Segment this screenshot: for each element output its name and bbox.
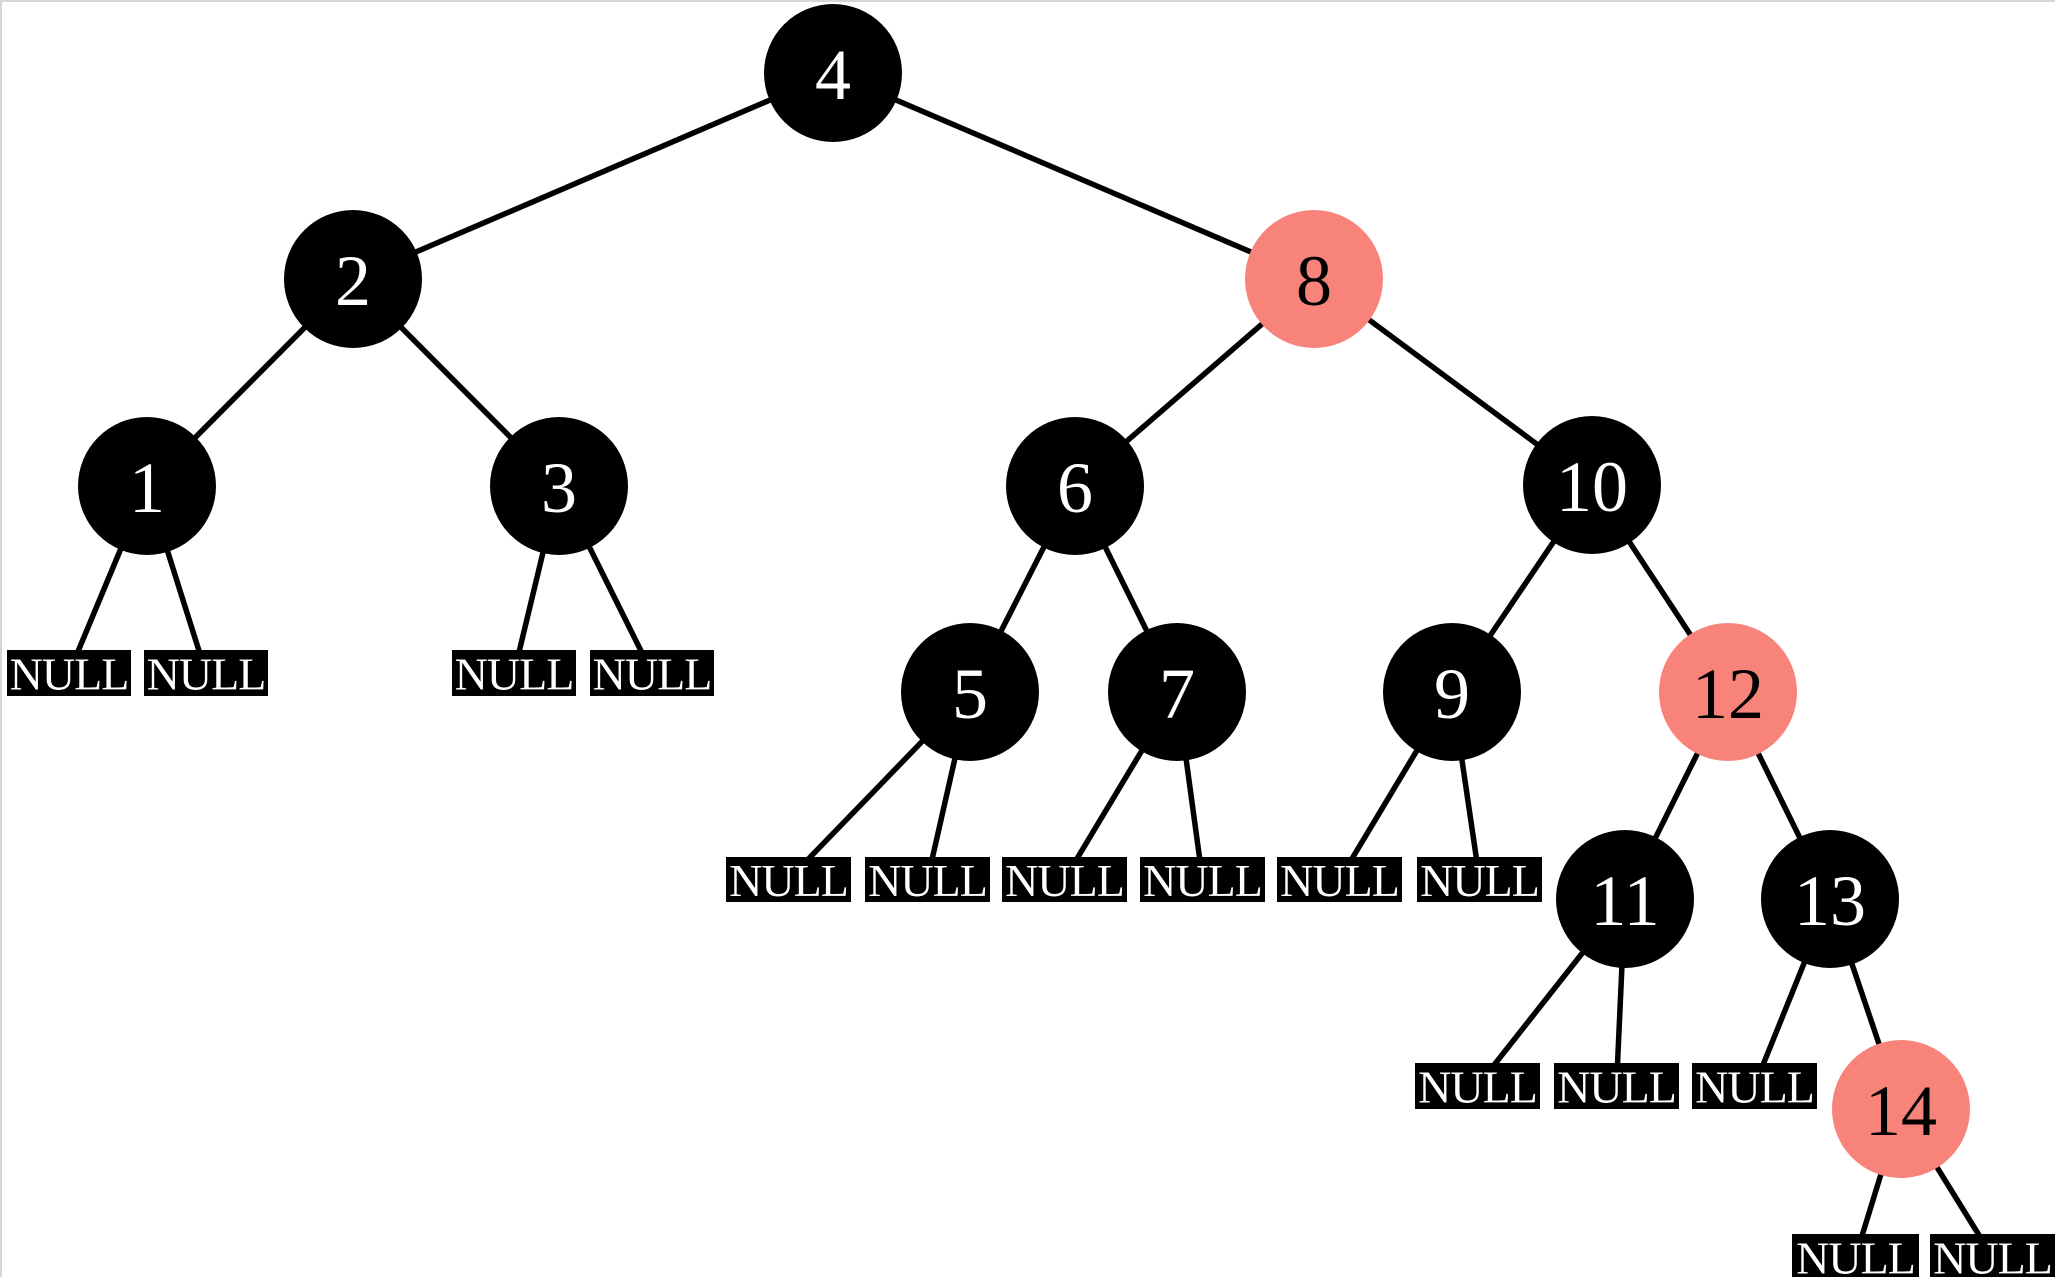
node-circle-2-black [284,210,422,348]
null-leaf-label: NULL [1557,1062,1676,1113]
null-leaf-box [590,650,714,696]
node-circle-13-black [1761,830,1899,968]
node-circle-9-black [1383,623,1521,761]
node-label-7: 7 [1159,654,1195,734]
node-circle-10-black [1523,416,1661,554]
node-label-5: 5 [952,654,988,734]
null-leaf-label: NULL [1796,1233,1915,1277]
null-leaf-label: NULL [729,855,848,906]
null-leaf-box [144,650,268,696]
node-circle-12-red [1659,623,1797,761]
null-leaf-label: NULL [1695,1062,1814,1113]
node-label-8: 8 [1296,241,1332,321]
node-label-14: 14 [1865,1071,1937,1151]
null-leaf-box [1554,1063,1679,1109]
null-leaf-label: NULL [147,649,266,700]
node-circle-7-black [1108,623,1246,761]
node-label-12: 12 [1692,654,1764,734]
node-label-2: 2 [335,241,371,321]
null-leaf-label: NULL [10,649,129,700]
tree-edge-4-8 [831,70,1316,282]
node-label-4: 4 [815,35,851,115]
node-label-1: 1 [129,448,165,528]
null-leaf-box [1277,857,1402,902]
null-leaf-label: NULL [1420,855,1539,906]
null-leaf-box [1792,1234,1919,1277]
null-leaf-label: NULL [455,649,574,700]
null-leaf-label: NULL [1933,1233,2052,1277]
node-circle-5-black [901,623,1039,761]
node-label-13: 13 [1794,861,1866,941]
null-leaf-label: NULL [1005,855,1124,906]
null-leaf-label: NULL [1280,855,1399,906]
node-circle-8-red [1245,210,1383,348]
node-circle-3-black [490,417,628,555]
null-leaf-box [1415,1063,1540,1109]
null-leaf-box [1002,857,1127,902]
null-leaf-box [1417,857,1542,902]
node-circle-11-black [1556,830,1694,968]
tree-edge-4-2 [351,70,835,282]
node-label-3: 3 [541,448,577,528]
null-leaf-box [1692,1063,1817,1109]
null-leaf-box [1930,1234,2055,1277]
null-leaf-box [865,857,990,902]
node-circle-1-black [78,417,216,555]
null-leaf-label: NULL [593,649,712,700]
null-leaf-box [726,857,851,902]
node-circle-4-black [764,4,902,142]
node-circle-6-black [1006,417,1144,555]
null-leaf-label: NULL [868,855,987,906]
null-leaf-label: NULL [1418,1062,1537,1113]
node-label-6: 6 [1057,448,1093,528]
null-leaf-label: NULL [1143,855,1262,906]
null-leaf-box [1140,857,1265,902]
node-label-11: 11 [1590,861,1659,941]
null-leaf-box [7,650,131,696]
node-circle-14-red [1832,1040,1970,1178]
node-label-9: 9 [1434,654,1470,734]
null-leaf-box [452,650,576,696]
node-label-10: 10 [1556,447,1628,527]
